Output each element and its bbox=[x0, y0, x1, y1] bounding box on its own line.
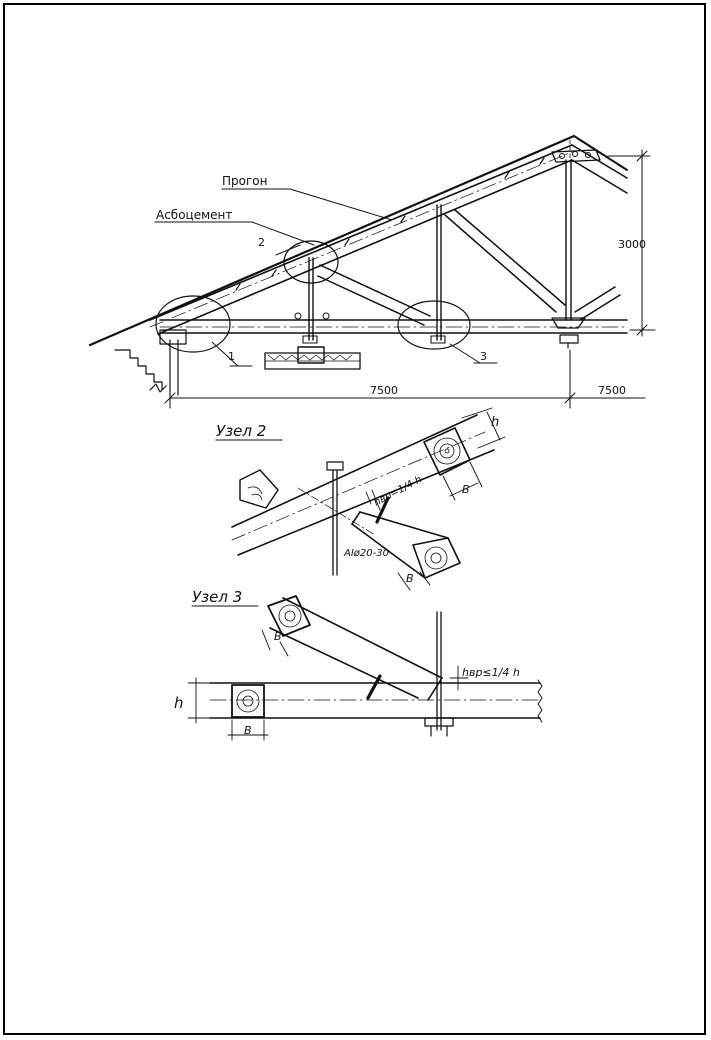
height-dimension bbox=[607, 149, 656, 337]
node-2-title: Узел 2 bbox=[216, 422, 266, 440]
span-left-label: 7500 bbox=[370, 384, 398, 397]
diagonal-struts bbox=[317, 209, 621, 326]
purlin-label: Прогон bbox=[222, 174, 267, 188]
node-3-notch-label: hвр≤1/4 h bbox=[462, 666, 520, 679]
span-right-label: 7500 bbox=[598, 384, 626, 397]
purlin-marks bbox=[235, 157, 545, 291]
truss-elevation bbox=[88, 134, 656, 409]
top-chord bbox=[149, 144, 628, 335]
height-dimension-label: 3000 bbox=[618, 238, 646, 251]
sheet-frame bbox=[3, 3, 706, 1035]
node-3-h-label: h bbox=[174, 694, 184, 712]
node-3-b-upper-label: B bbox=[274, 630, 282, 643]
leader-3 bbox=[449, 343, 481, 364]
node-2-b-upper-label: B bbox=[462, 483, 470, 496]
node-3-title: Узел 3 bbox=[192, 588, 242, 606]
node-2-bolt-label: AIø20-30 bbox=[343, 548, 389, 559]
bottom-shoe-right bbox=[551, 317, 586, 349]
vertical-rods bbox=[308, 159, 572, 341]
bottom-bolts bbox=[294, 312, 446, 344]
asbestos-cement-label: Асбоцемент bbox=[156, 208, 232, 222]
ceiling-panel bbox=[264, 346, 361, 370]
span-dimension bbox=[164, 349, 646, 409]
bottom-chord bbox=[159, 319, 628, 334]
node-3-b-lower-label: B bbox=[244, 724, 252, 737]
ridge-plate bbox=[551, 149, 601, 163]
node-2-detail bbox=[231, 407, 506, 591]
callout-1-label: 1 bbox=[228, 350, 235, 363]
roof-covering bbox=[88, 134, 576, 347]
node-3-detail bbox=[187, 595, 543, 741]
node-2-circle bbox=[283, 240, 339, 284]
leader-2 bbox=[275, 244, 301, 256]
node-2-h-label: h bbox=[491, 415, 499, 430]
roof-covering-right bbox=[573, 135, 628, 171]
eave-wall bbox=[114, 329, 187, 396]
callout-2-label: 2 bbox=[258, 236, 265, 249]
node-1-circle bbox=[155, 295, 231, 353]
node-3-circle bbox=[397, 300, 471, 350]
callout-3-label: 3 bbox=[480, 350, 487, 363]
leader-1 bbox=[211, 341, 239, 367]
node-2-b-lower-label: B bbox=[406, 572, 414, 585]
node-2-notch-label: hвр=1/4 h bbox=[372, 474, 424, 508]
